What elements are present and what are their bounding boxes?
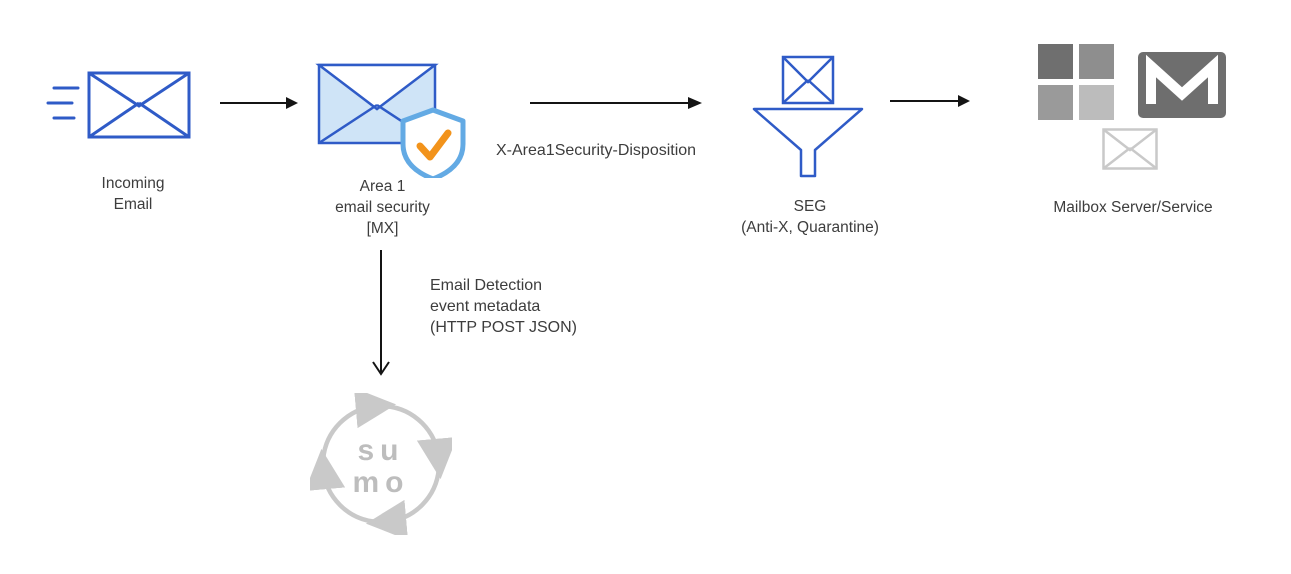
seg-label: SEG (Anti-X, Quarantine) <box>741 198 879 236</box>
area1-icon <box>315 63 466 178</box>
arrow-right-icon <box>890 95 970 107</box>
seg-node <box>752 55 864 179</box>
mailbox-label: Mailbox Server/Service <box>1053 199 1213 216</box>
speed-lines-icon <box>46 86 80 120</box>
small-envelope-icon <box>1102 128 1158 170</box>
arrow-right-icon <box>530 97 702 109</box>
incoming-email-label: Incoming Email <box>101 175 165 213</box>
disposition-edge-label: X-Area1Security-Disposition <box>496 142 697 159</box>
arrow-down-icon <box>372 250 390 376</box>
incoming-email-node <box>46 70 194 140</box>
microsoft-logo-icon <box>1038 44 1114 120</box>
circular-arrows-icon <box>310 393 452 535</box>
sumo-logo-text-bottom: mo <box>353 466 410 499</box>
incoming-envelope-icon <box>87 71 191 139</box>
sumo-logo-text-top: su <box>357 434 404 467</box>
funnel-icon <box>752 107 864 178</box>
arrow-right-icon <box>220 97 298 109</box>
area1-label: Area 1 email security [MX] <box>335 178 430 237</box>
incoming-email-icon <box>46 71 191 139</box>
shield-check-icon <box>400 107 466 178</box>
seg-icon <box>752 55 864 178</box>
seg-envelope-icon <box>781 55 835 105</box>
mailbox-node <box>1038 44 1114 120</box>
area1-node <box>315 62 469 178</box>
metadata-edge-label: Email Detection event metadata (HTTP POS… <box>430 277 577 336</box>
mail-m-icon <box>1138 52 1226 118</box>
sumo-logic-logo: su mo <box>310 393 452 535</box>
